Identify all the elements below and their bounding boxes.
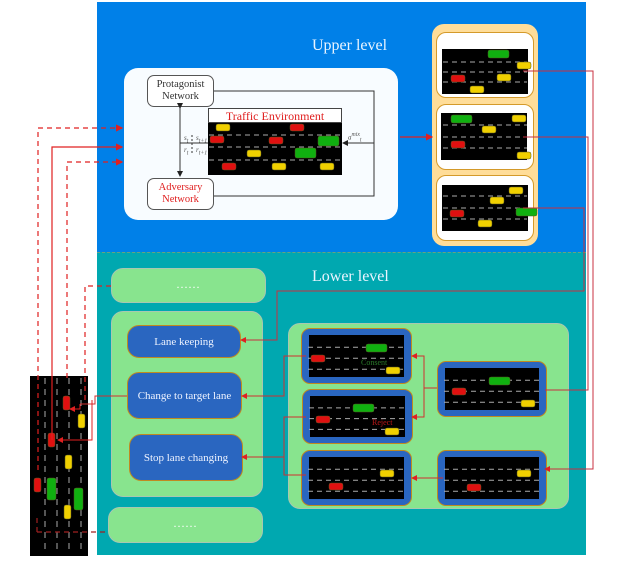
state-t1-label: st+1 xyxy=(196,134,208,145)
truck-green xyxy=(515,207,538,217)
placeholder-bottom-link xyxy=(36,518,108,533)
car-red xyxy=(315,415,331,424)
vehicles xyxy=(33,49,538,520)
protagonist-label-line2: Network xyxy=(162,91,199,102)
action-change-to-target-lane: Change to target lane xyxy=(127,372,242,419)
car-yellow xyxy=(516,61,532,70)
car-red xyxy=(62,395,71,411)
change-lane-to-road xyxy=(80,395,127,405)
scenario1-link xyxy=(523,70,594,472)
car-yellow xyxy=(511,114,527,123)
car-yellow xyxy=(215,123,231,132)
feedback-solid xyxy=(51,143,124,440)
car-red xyxy=(289,123,305,132)
car-yellow xyxy=(508,186,524,195)
road-arrow-1 xyxy=(69,404,81,412)
placeholder-bottom-text: ...... xyxy=(173,516,198,530)
reject-to-blocked xyxy=(283,416,306,476)
feedback-dashed-2 xyxy=(66,158,124,378)
consent-label: Consent xyxy=(361,358,388,367)
action-lane-keeping: Lane keeping xyxy=(127,325,241,358)
truck-green xyxy=(46,477,57,501)
truck-green xyxy=(352,403,375,413)
request-to-consent xyxy=(411,353,437,389)
request-to-reject xyxy=(411,388,425,420)
car-yellow xyxy=(63,504,72,520)
scenario2-link xyxy=(523,136,589,391)
car-red xyxy=(221,162,237,171)
state-t-label: st xyxy=(184,134,189,145)
car-red xyxy=(310,354,326,363)
car-yellow xyxy=(64,454,73,470)
road-arrow-2 xyxy=(57,400,93,443)
car-yellow xyxy=(489,196,505,205)
gap-road xyxy=(445,457,539,499)
car-yellow xyxy=(469,85,485,94)
car-yellow xyxy=(246,149,262,158)
feedback-dashed-1 xyxy=(37,124,124,470)
car-yellow xyxy=(319,162,335,171)
car-yellow xyxy=(516,151,532,160)
car-red xyxy=(451,387,467,396)
car-yellow xyxy=(385,366,401,375)
car-red xyxy=(449,209,465,218)
car-red xyxy=(466,483,482,492)
car-red xyxy=(450,140,466,149)
adversary-label-line2: Network xyxy=(162,194,199,205)
car-red xyxy=(209,135,225,144)
adversary-label-line1: Adversary xyxy=(158,182,203,193)
reward-t1-label: rt+1 xyxy=(196,146,208,157)
placeholder-top-link xyxy=(84,285,111,400)
blocked-scenario-card xyxy=(301,450,412,506)
car-yellow xyxy=(516,469,532,478)
placeholder-panel-bottom xyxy=(108,507,263,543)
truck-green xyxy=(487,49,510,59)
car-yellow xyxy=(481,125,497,134)
truck-green xyxy=(317,135,340,147)
car-yellow xyxy=(520,399,536,408)
car-red xyxy=(33,477,42,493)
car-yellow xyxy=(384,427,400,436)
consent-to-change-lane xyxy=(241,355,306,399)
car-yellow xyxy=(496,73,512,82)
car-red xyxy=(268,136,284,145)
truck-green xyxy=(450,114,473,124)
scenario3-link xyxy=(240,207,585,343)
traffic-environment-title: Traffic Environment xyxy=(208,108,342,123)
reject-label: Reject xyxy=(372,418,393,427)
truck-green xyxy=(488,376,511,386)
car-red xyxy=(328,482,344,491)
car-yellow xyxy=(477,219,493,228)
reward-t-label: rt xyxy=(184,146,189,157)
placeholder-top-text: ...... xyxy=(176,277,201,291)
car-yellow xyxy=(77,413,86,429)
lane-markings xyxy=(44,61,541,554)
lower-level-title: Lower level xyxy=(312,268,389,285)
truck-green xyxy=(294,147,317,159)
execution-road xyxy=(30,376,88,556)
gap-scenario-card xyxy=(437,450,547,506)
protagonist-label-line1: Protagonist xyxy=(156,79,205,90)
truck-green xyxy=(73,487,84,511)
upper-level-title: Upper level xyxy=(312,37,388,54)
car-red xyxy=(450,74,466,83)
adversary-network: Adversary Network xyxy=(147,178,214,210)
blocked-road xyxy=(309,457,404,499)
car-yellow xyxy=(379,469,395,478)
truck-green xyxy=(365,343,388,353)
action-stop-lane-changing: Stop lane changing xyxy=(129,434,243,481)
placeholder-panel-top xyxy=(111,268,266,303)
mixed-action-label: amixt xyxy=(348,132,362,144)
rl-loop-lines xyxy=(177,90,375,197)
car-yellow xyxy=(271,162,287,171)
